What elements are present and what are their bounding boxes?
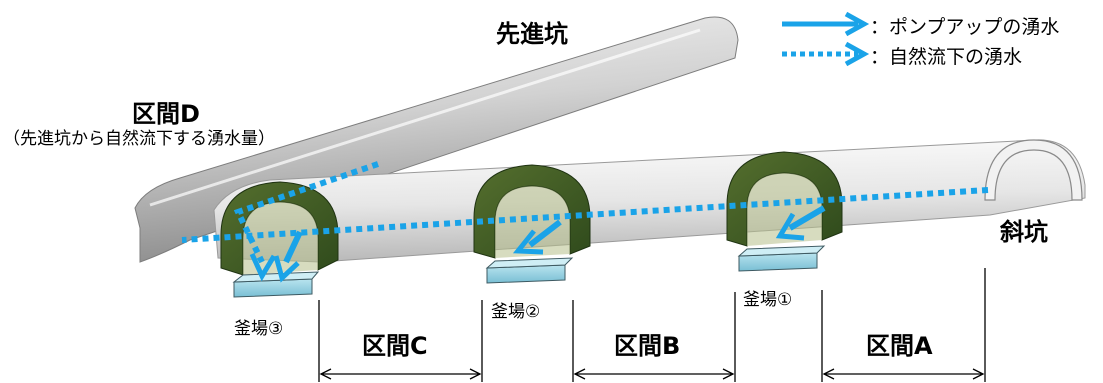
legend-pump-symbol — [782, 11, 870, 37]
diagram-title: 先進坑 — [496, 20, 568, 48]
inclined-shaft-label: 斜坑 — [1000, 218, 1048, 246]
natural-flow-pilot-arrow — [249, 252, 277, 282]
sump-2-label: 釜場② — [491, 302, 541, 322]
cross-section-2 — [473, 164, 591, 259]
pump-flow-2-line — [528, 219, 562, 248]
section-a-label: 区間A — [866, 332, 933, 360]
pump-flow-3-arrow — [273, 255, 300, 283]
sump-2-basin — [485, 257, 574, 284]
cross-section-1 — [726, 151, 843, 247]
inclined-shaft-portal — [984, 139, 1083, 201]
section-b-label: 区間B — [614, 332, 681, 360]
dimension-lines — [318, 268, 986, 382]
legend-natural-label: ：自然流下の湧水 — [870, 46, 1023, 68]
sump-3-label: 釜場③ — [234, 319, 284, 339]
pump-flow-3-line — [283, 230, 303, 264]
section-d-note: （先進坑から自然流下する湧水量） — [3, 129, 275, 149]
section-c-label: 区間C — [362, 332, 428, 360]
pump-flow-1-arrow — [775, 212, 805, 241]
section-d-label: 区間D — [132, 100, 200, 128]
natural-flow-pilot-line — [233, 161, 379, 264]
pump-flow-1-line — [788, 205, 826, 231]
pump-flow-2-arrow — [512, 229, 544, 255]
sump-1-label: 釜場① — [743, 290, 793, 310]
legend-natural-symbol — [782, 41, 870, 67]
sump-1-basin — [737, 245, 826, 272]
legend-pump-label: ：ポンプアップの湧水 — [870, 16, 1060, 38]
sump-3-basin — [232, 271, 320, 298]
natural-flow-main-line — [181, 187, 989, 243]
